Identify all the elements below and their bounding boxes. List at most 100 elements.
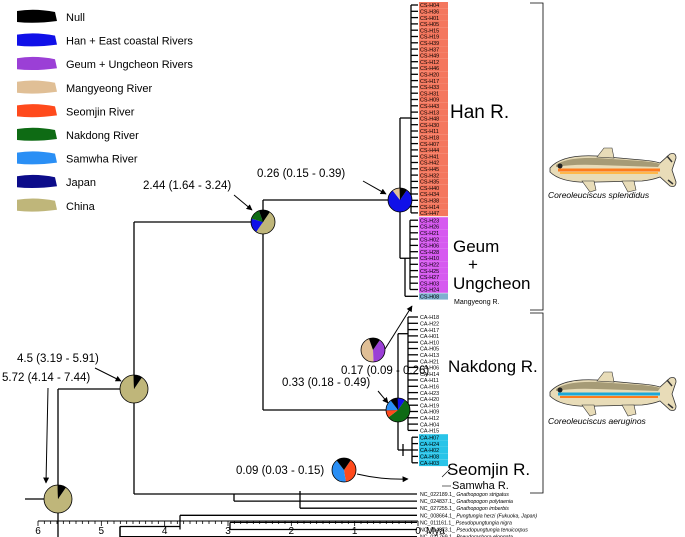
tip-highlight — [419, 165, 448, 173]
tip-label: CS-H35 — [420, 180, 439, 186]
legend-swatch — [17, 9, 57, 23]
tip-label: CS-H13 — [420, 110, 439, 116]
tip-label: CS-H37 — [420, 47, 439, 53]
pie-0-17 — [360, 337, 386, 363]
species-label-splendidus: Coreoleuciscus splendidus — [548, 190, 650, 200]
tip-label: CS-H36 — [420, 10, 439, 16]
clade-label-plus: + — [468, 255, 478, 274]
outgroup-label: NC_014873.1_ Pseudopungtungia tenuicorpu… — [420, 528, 528, 534]
tip-label: CA-H05 — [420, 347, 439, 353]
fish-back — [556, 157, 660, 167]
tip-label: CA-H13 — [420, 353, 439, 359]
outgroup-label: NC_024837.1_ Gnathopogon polytaenia — [420, 499, 513, 505]
clade-label-nakdong: Nakdong R. — [448, 357, 538, 376]
clade-label-seomjin: Seomjin R. — [447, 460, 530, 479]
pie-outline — [360, 337, 386, 363]
pie-slice — [397, 398, 405, 410]
tip-label: CS-H30 — [420, 123, 439, 129]
tip-highlight — [419, 90, 448, 97]
tip-highlight — [419, 261, 448, 268]
pie-2-44 — [250, 209, 276, 235]
fish-anal-fin — [621, 180, 637, 193]
axis-tick-label: 3 — [225, 526, 231, 537]
fish-tail-bars — [666, 155, 674, 185]
pie-slice — [390, 398, 398, 410]
pie-slice — [387, 190, 412, 213]
tip-label: CS-H46 — [420, 66, 439, 72]
tip-label: CA-H07 — [420, 435, 439, 441]
tip-label: CA-H01 — [420, 334, 439, 340]
pie-slice — [392, 188, 400, 200]
tip-label: CA-H18 — [420, 315, 439, 321]
tip-highlight — [419, 96, 448, 103]
tip-label: CS-H18 — [420, 136, 439, 142]
tip-highlight — [419, 33, 448, 40]
tip-label: CS-H02 — [420, 237, 439, 243]
pie-outline — [250, 209, 276, 235]
pie-slice — [331, 460, 346, 483]
legend-swatch — [17, 33, 57, 47]
tip-highlight — [419, 209, 448, 217]
tip-highlight — [419, 267, 448, 274]
tip-label: CA-H22 — [420, 322, 439, 328]
outgroup-label: NC_022189.1_ Gnathopogon strigatus — [420, 492, 509, 498]
pie-outline — [43, 484, 73, 514]
tip-label: CA-H16 — [420, 385, 439, 391]
legend-item: Geum + Ungcheon Rivers — [17, 56, 193, 71]
tip-label: CS-H14 — [420, 205, 439, 211]
fish-eye — [557, 387, 563, 393]
tip-label: CS-H10 — [420, 256, 439, 262]
legend-item: Han + East coastal Rivers — [17, 33, 193, 48]
tip-highlight — [419, 248, 448, 255]
tip-highlight — [419, 140, 448, 147]
tip-label: CS-H08 — [420, 295, 439, 301]
tip-label: CS-H01 — [420, 16, 439, 22]
tip-highlight — [419, 255, 448, 262]
tip-label: CS-H33 — [420, 85, 439, 91]
legend-swatch — [17, 56, 57, 70]
node-label-5-72: 5.72 (4.14 - 7.44) — [2, 372, 90, 384]
tip-label: CA-H09 — [420, 410, 439, 416]
tip-highlight — [419, 453, 448, 460]
axis-tick-label: 4 — [162, 526, 168, 537]
legend-label: Nakdong River — [66, 130, 139, 142]
legend-item: Japan — [17, 174, 96, 189]
tip-label: CS-H19 — [420, 35, 439, 41]
clade-label-geum: Geum — [453, 237, 499, 256]
tip-highlight — [419, 440, 448, 447]
tip-label: CA-H10 — [420, 340, 439, 346]
tip-label: CS-H32 — [420, 173, 439, 179]
bracket-aeruginos — [530, 312, 544, 494]
tip-label: CS-H05 — [420, 22, 439, 28]
tip-label: CS-H45 — [420, 167, 439, 173]
tip-highlight — [419, 109, 448, 116]
node-label-2-44: 2.44 (1.64 - 3.24) — [143, 180, 231, 192]
pointer-arrow — [356, 473, 409, 483]
tip-highlight — [419, 217, 448, 224]
pie-slice — [258, 210, 270, 222]
pie-outline — [387, 187, 413, 213]
tip-label: CS-H38 — [420, 199, 439, 205]
fish-dorsal-fin — [596, 371, 615, 383]
axis-tick-label: 0 — [415, 526, 421, 537]
legend-swatch — [17, 198, 57, 212]
tip-label: CS-H43 — [420, 104, 439, 110]
tip-highlight — [419, 223, 448, 230]
fish-dorsal-fin — [596, 147, 615, 159]
legend-swatch — [17, 151, 57, 165]
legend-item: Samwha River — [17, 151, 138, 166]
tip-highlight — [419, 172, 448, 179]
pie-slice — [386, 410, 398, 418]
tip-highlight — [419, 459, 448, 467]
tip-label: CS-H24 — [420, 288, 439, 294]
tip-highlight — [419, 146, 448, 154]
tip-label: CS-H26 — [420, 225, 439, 231]
pie-slice — [251, 218, 263, 232]
tip-highlight — [419, 184, 448, 191]
pie-slice — [361, 338, 374, 362]
tip-label: CS-H49 — [420, 54, 439, 60]
tip-label: CS-H48 — [420, 117, 439, 123]
tip-labels: CS-H04CS-H36CS-H01CS-H05CS-H15CS-H19CS-H… — [419, 2, 538, 537]
